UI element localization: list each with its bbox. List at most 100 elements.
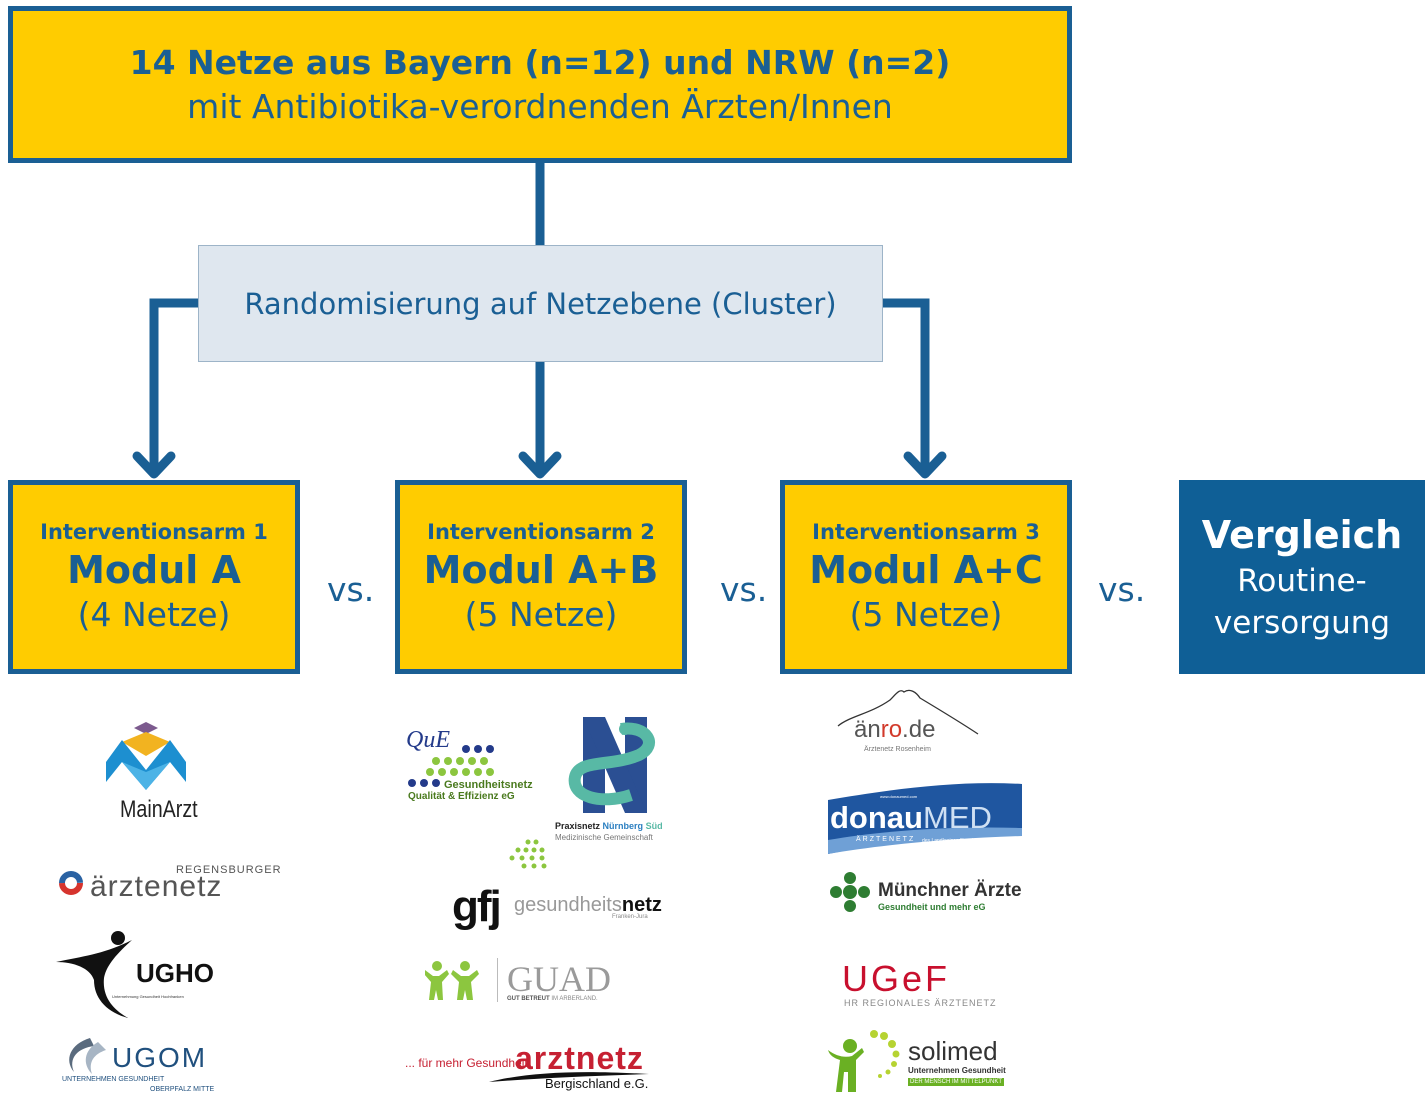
- arrow-head-2: [518, 451, 562, 479]
- guad-figures-icon: [425, 961, 479, 1000]
- ugef-text: UGeF: [842, 958, 951, 999]
- praxisnetz-line1: Praxisnetz Nürnberg Süd: [555, 821, 663, 831]
- logo-muenchner-aerzte: Münchner Ärzte Gesundheit und mehr eG: [828, 870, 1028, 916]
- muenchner-small: Gesundheit und mehr eG: [878, 902, 986, 912]
- randomization-label: Randomisierung auf Netzebene (Cluster): [244, 286, 837, 321]
- logo-guad: GUAD GUT BETREUT IM ARBERLAND.: [425, 958, 635, 1008]
- study-population-title: 14 Netze aus Bayern (n=12) und NRW (n=2): [129, 42, 951, 82]
- gfj-dots-icon: [509, 839, 547, 869]
- logo-donaumed: www.donaumed.com donauMED ÄRZTENETZ des …: [826, 780, 1024, 856]
- comparison-box: Vergleich Routine- versorgung: [1179, 480, 1425, 674]
- logo-ugom: UGOM UNTERNEHMEN GESUNDHEIT OBERPFALZ MI…: [60, 1036, 240, 1096]
- donaumed-part1: donau: [830, 800, 923, 835]
- arm-module: Modul A+B: [423, 548, 659, 592]
- aenro-part1: än: [854, 716, 881, 743]
- donaumed-top: www.donaumed.com: [880, 794, 918, 799]
- gfj-text: gfj: [452, 882, 502, 931]
- arrow-head-3: [903, 451, 947, 479]
- regensburger-ring-icon: [59, 871, 83, 895]
- arztnetz-prefix: ... für mehr Gesundheit: [405, 1056, 528, 1070]
- gfj-word-gesundheits: gesundheits: [514, 894, 622, 916]
- donaumed-part2: MED: [923, 800, 992, 835]
- que-line2: Qualität & Effizienz eG: [408, 791, 515, 802]
- que-dots-icon: [408, 745, 494, 787]
- intervention-arm-2: Interventionsarm 2 Modul A+B (5 Netze): [395, 480, 687, 674]
- gfj-word-netz: netz: [621, 894, 662, 916]
- logo-ugho: UGHO Unternehmung Gesundheit Hochfranken: [54, 928, 224, 1020]
- logo-mainarzt: MainArzt: [100, 722, 220, 827]
- study-population-box: 14 Netze aus Bayern (n=12) und NRW (n=2)…: [8, 6, 1072, 163]
- donaumed-bottom: des Landkreises Straubing - Bogen: [922, 838, 1001, 844]
- aenro-mountain-icon: [837, 689, 979, 735]
- arztnetz-sub: Bergischland e.G.: [545, 1076, 649, 1091]
- gfj-small: Franken-Jura: [612, 914, 648, 920]
- solimed-line2: DER MENSCH IM MITTELPUNKT: [908, 1078, 1005, 1086]
- praxisnetz-line2: Medizinische Gemeinschaft: [555, 833, 653, 842]
- arm-title: Interventionsarm 1: [40, 520, 268, 544]
- mainarzt-mark-icon: [106, 722, 186, 790]
- vs-label-3: vs.: [1098, 570, 1146, 609]
- guad-tagline: GUT BETREUT IM ARBERLAND.: [507, 996, 598, 1002]
- muenchner-text: Münchner Ärzte: [878, 880, 1022, 901]
- logo-praxisnetz-nuernberg: Praxisnetz Nürnberg Süd Medizinische Gem…: [555, 715, 680, 850]
- arm-count: (5 Netze): [464, 595, 618, 634]
- intervention-arm-1: Interventionsarm 1 Modul A (4 Netze): [8, 480, 300, 674]
- aenro-part2: ro: [880, 716, 903, 743]
- guad-tagline-bold: GUT BETREUT: [507, 996, 550, 1002]
- ugom-text: UGOM: [112, 1042, 208, 1073]
- solimed-line1: Unternehmen Gesundheit: [908, 1066, 1006, 1075]
- solimed-text: solimed: [908, 1036, 998, 1066]
- aenro-small: Ärztenetz Rosenheim: [864, 746, 931, 753]
- study-population-subtitle: mit Antibiotika-verordnenden Ärzten/Inne…: [187, 86, 893, 126]
- logo-gfj: gfj gesundheitsnetz Franken-Jura: [452, 838, 662, 938]
- regensburger-text: ärztenetz: [90, 870, 223, 903]
- ugom-swirl-icon: [69, 1038, 106, 1074]
- logo-que: QuE Gesundheitsnetz Qualität & Effizienz…: [402, 727, 552, 807]
- arm-module: Modul A: [67, 548, 241, 592]
- vs-label-2: vs.: [720, 570, 768, 609]
- donaumed-text: donauMED: [830, 800, 992, 836]
- guad-tagline-rest: IM ARBERLAND.: [551, 996, 598, 1002]
- ugom-small1: UNTERNEHMEN GESUNDHEIT: [62, 1076, 165, 1083]
- arm-count: (5 Netze): [849, 595, 1003, 634]
- logo-regensburger: REGENSBURGER ärztenetz: [56, 860, 281, 905]
- sued-word: Süd: [645, 821, 663, 831]
- arm-module: Modul A+C: [809, 548, 1043, 592]
- praxisnetz-serpent-icon: [568, 717, 655, 813]
- comparison-line1: Routine-: [1237, 563, 1367, 599]
- solimed-figure-icon: [828, 1030, 900, 1092]
- regensburger-small: REGENSBURGER: [176, 864, 282, 876]
- aenro-part3: .de: [902, 716, 936, 743]
- que-text: QuE: [406, 727, 450, 753]
- arztnetz-swoosh-icon: [489, 1072, 649, 1082]
- comparison-line2: versorgung: [1213, 605, 1391, 641]
- ugho-figure-icon: [56, 931, 132, 1018]
- randomization-box: Randomisierung auf Netzebene (Cluster): [198, 245, 883, 362]
- ugef-small: HR REGIONALES ÄRZTENETZ: [844, 998, 997, 1008]
- arm-title: Interventionsarm 2: [427, 520, 655, 544]
- nuernberg-word: Nürnberg: [602, 821, 644, 831]
- muenchner-cross-icon: [830, 872, 870, 912]
- vs-label-1: vs.: [327, 570, 375, 609]
- logo-arztnetz-bergischland: ... für mehr Gesundheit arztnetz Bergisc…: [405, 1040, 655, 1091]
- gfj-wordmark: gesundheitsnetz: [514, 894, 662, 917]
- ugho-text: UGHO: [136, 958, 214, 988]
- mainarzt-text: MainArzt: [120, 796, 198, 823]
- donaumed-left: ÄRZTENETZ: [856, 836, 916, 843]
- aenro-text: änro.de: [854, 716, 935, 744]
- logo-ugef: UGeF HR REGIONALES ÄRZTENETZ: [842, 958, 1022, 1010]
- praxisnetz-word: Praxisnetz: [555, 821, 601, 831]
- logo-aenro: änro.de Ärztenetz Rosenheim: [830, 686, 990, 766]
- donaumed-banner-icon: [828, 783, 1022, 854]
- que-line1: Gesundheitsnetz: [444, 779, 533, 791]
- intervention-arm-3: Interventionsarm 3 Modul A+C (5 Netze): [780, 480, 1072, 674]
- arrow-head-1: [132, 451, 176, 479]
- ugho-small: Unternehmung Gesundheit Hochfranken: [112, 994, 184, 999]
- guad-text: GUAD: [507, 959, 611, 999]
- logo-solimed: solimed Unternehmen Gesundheit DER MENSC…: [826, 1028, 1036, 1094]
- comparison-title: Vergleich: [1201, 513, 1403, 557]
- arm-count: (4 Netze): [77, 595, 231, 634]
- ugom-small2: OBERPFALZ MITTE: [150, 1086, 215, 1093]
- arm-title: Interventionsarm 3: [812, 520, 1040, 544]
